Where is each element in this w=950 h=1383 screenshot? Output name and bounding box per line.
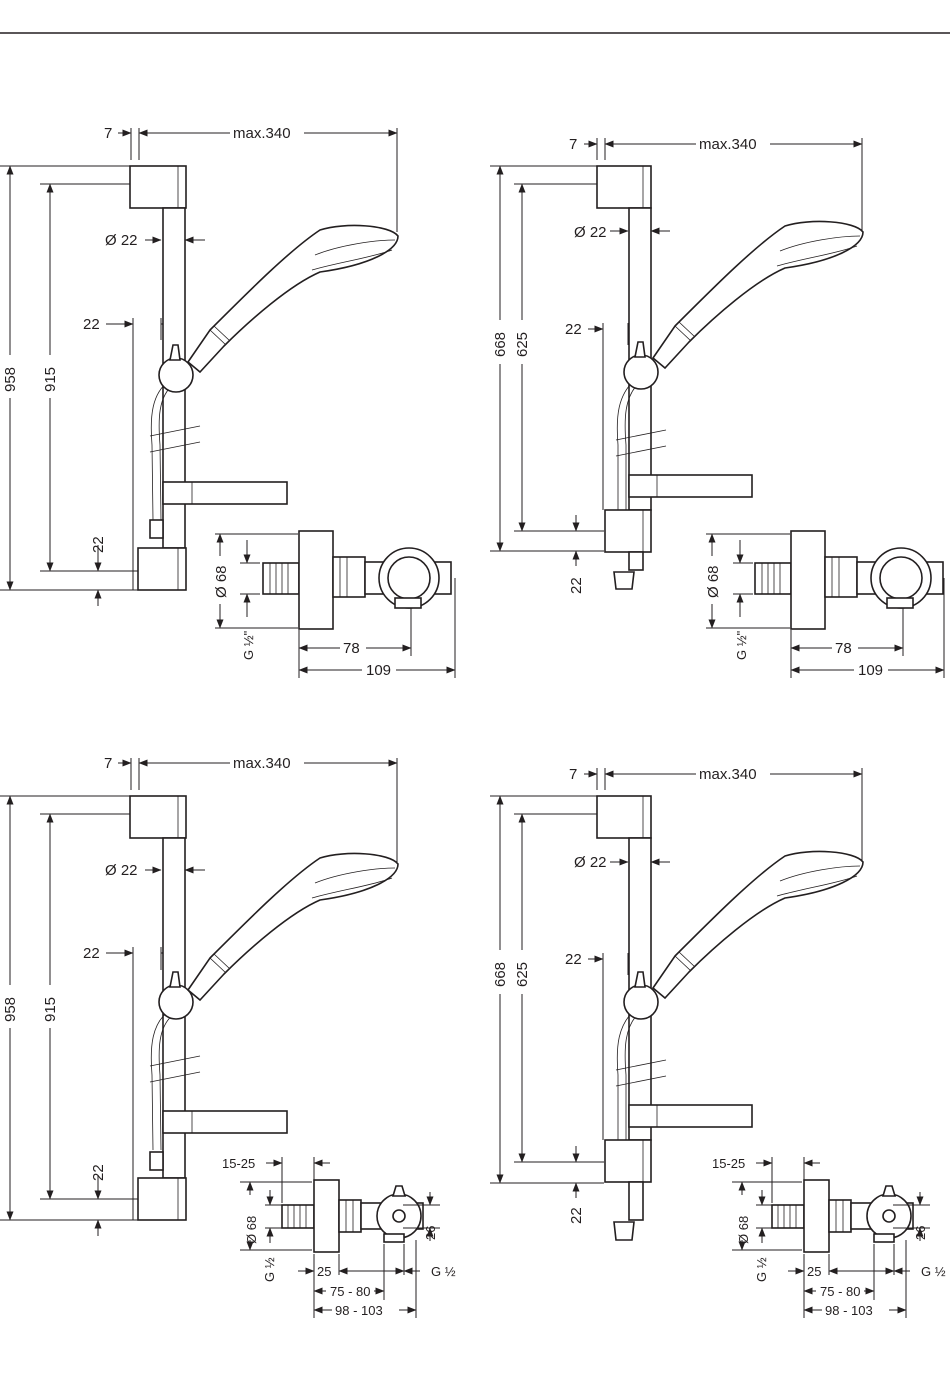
dim-rod-diameter: Ø 22: [574, 224, 607, 241]
dim-reach: max.340: [233, 125, 291, 142]
dim-thread: G ½": [241, 630, 256, 660]
dim-valve-diameter: Ø 68: [736, 1216, 751, 1244]
dim-reach: max.340: [233, 755, 291, 772]
dim-total-height: 958: [2, 367, 19, 392]
panel-bottom-left: 7 max.340 958 915 22 Ø 22 22: [0, 755, 456, 1318]
dim-d1: 25: [317, 1264, 331, 1279]
dim-thread-right: G ½: [921, 1264, 946, 1279]
panel-top-left: 7 max.340 958 915 22 Ø 22 22: [0, 125, 455, 679]
dim-total-height: 668: [492, 962, 509, 987]
dim-d3: 98 - 103: [825, 1303, 873, 1318]
dim-thread-left: G ½: [754, 1257, 769, 1282]
dim-rod-diameter: Ø 22: [574, 854, 607, 871]
dim-offset: 7: [104, 125, 112, 142]
dim-depth-short: 78: [835, 640, 852, 657]
dim-total-height: 958: [2, 997, 19, 1022]
dim-clearance: 22: [83, 945, 100, 962]
dim-d3: 98 - 103: [335, 1303, 383, 1318]
dim-thread-left: G ½: [262, 1257, 277, 1282]
dim-clearance: 22: [565, 321, 582, 338]
dim-rod-diameter: Ø 22: [105, 232, 138, 249]
valve-drawing: 15-25 Ø 68 G ½: [712, 1156, 946, 1318]
dim-rod-diameter: Ø 22: [105, 862, 138, 879]
dim-depth-short: 78: [343, 640, 360, 657]
dim-flange: 15-25: [712, 1156, 745, 1171]
dim-d2: 75 - 80: [330, 1284, 370, 1299]
dim-thread: G ½": [734, 630, 749, 660]
dim-d2: 75 - 80: [820, 1284, 860, 1299]
dim-reach: max.340: [699, 136, 757, 153]
dim-rail-height: 915: [42, 367, 59, 392]
dim-offset: 7: [569, 136, 577, 153]
dim-d1: 25: [807, 1264, 821, 1279]
dim-flange: 15-25: [222, 1156, 255, 1171]
valve-drawing: Ø 68 G ½" 78 1: [705, 531, 944, 679]
dim-bottom: 22: [90, 1164, 107, 1181]
dim-thread-right: G ½: [431, 1264, 456, 1279]
panel-bottom-right: 7 max.340 668 625 22 Ø 22 22: [490, 766, 946, 1318]
panel-top-right: 7 max.340 668 625 22 Ø 22 22: [490, 136, 944, 679]
dim-offset: 7: [104, 755, 112, 772]
dim-reach: max.340: [699, 766, 757, 783]
dim-bottom: 22: [568, 577, 585, 594]
dim-rail-height: 625: [514, 962, 531, 987]
dim-valve-diameter: Ø 68: [705, 565, 722, 598]
dim-bottom: 22: [90, 536, 107, 553]
dim-depth-long: 109: [366, 662, 391, 679]
dim-depth-long: 109: [858, 662, 883, 679]
dim-offset: 7: [569, 766, 577, 783]
dim-rail-height: 915: [42, 997, 59, 1022]
dim-bottom: 22: [568, 1207, 585, 1224]
valve-drawing: 15-25 Ø 68 G ½: [222, 1156, 456, 1318]
dim-clearance: 22: [83, 316, 100, 333]
dim-valve-diameter: Ø 68: [213, 565, 230, 598]
valve-drawing: Ø 68 G ½" 78 1: [213, 531, 455, 679]
dim-clearance: 22: [565, 951, 582, 968]
dim-valve-diameter: Ø 68: [244, 1216, 259, 1244]
dim-rail-height: 625: [514, 332, 531, 357]
dim-total-height: 668: [492, 332, 509, 357]
